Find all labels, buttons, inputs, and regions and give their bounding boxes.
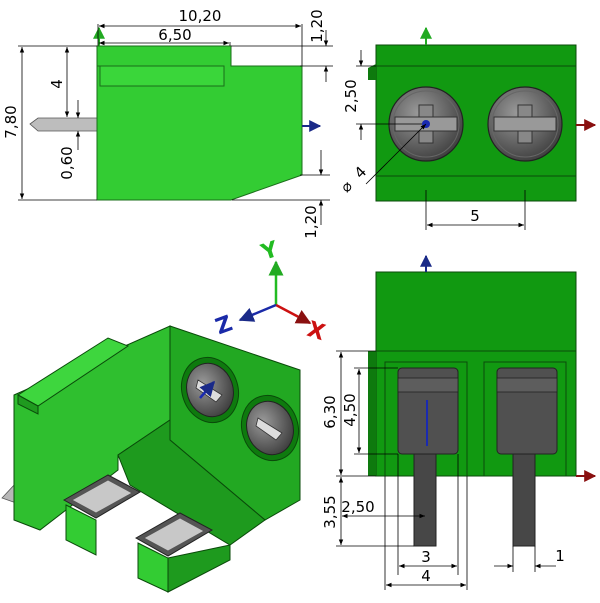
dim-screw-diameter: 4 (351, 163, 370, 182)
clamp-right (483, 361, 567, 547)
dim-overall-width: 10,20 (179, 7, 222, 25)
dim-pin-height: 4 (48, 79, 66, 89)
dim-clamp-width: 4 (421, 567, 431, 585)
dim-pin-width: 1 (555, 547, 565, 565)
axis-y-label: Y (257, 237, 282, 266)
dim-clamp-height: 6,30 (321, 395, 339, 428)
side-view: 10,20 6,50 1,20 7,80 4 0,60 1,20 (2, 7, 333, 239)
dim-height: 7,80 (2, 105, 20, 138)
bottom-view: 6,30 4,50 3,55 2,50 3 4 1 (321, 254, 597, 590)
dim-top-offset: 1,20 (308, 9, 326, 42)
dim-bottom-offset: 1,20 (302, 205, 320, 238)
dim-pin-length: 3,55 (321, 495, 339, 528)
isometric-view (1, 325, 301, 593)
screw-right (487, 86, 563, 162)
front-view: 2,50 ⌀ 4 5 (337, 26, 597, 230)
dim-pin-thickness: 0,60 (58, 146, 76, 179)
dim-opening-width: 3 (421, 548, 431, 566)
dim-opening-height: 4,50 (341, 393, 359, 426)
dim-pin-offset: 2,50 (341, 498, 374, 516)
dim-pitch: 5 (470, 207, 480, 225)
dim-body-width: 6,50 (158, 26, 191, 44)
dim-screw-diameter-symbol: ⌀ (337, 177, 356, 196)
axis-x-label: X (304, 317, 328, 346)
iso-screw-1 (180, 356, 240, 424)
iso-screw-2 (240, 394, 300, 462)
axis-triad: Y X Z (212, 237, 328, 346)
clamp-left (384, 361, 468, 547)
dim-screw-offset: 2,50 (342, 79, 360, 112)
